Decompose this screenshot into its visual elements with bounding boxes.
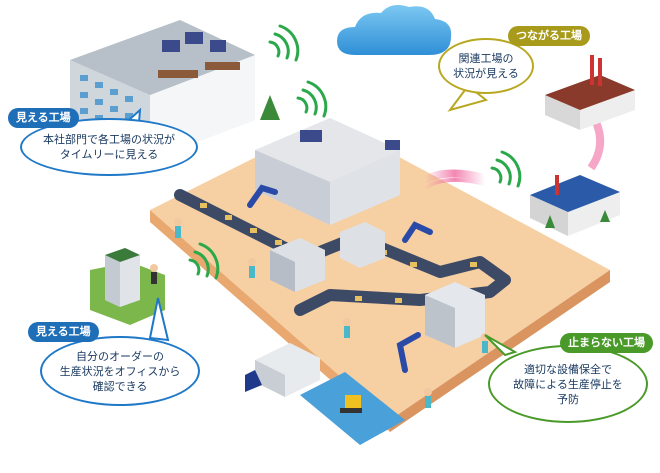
office-callout-bubble: 自分のオーダーの 生産状況をオフィスから 確認できる [40, 336, 200, 406]
connected-callout-text: 関連工場の 状況が見える [453, 52, 519, 80]
office-callout-tag: 見える工場 [28, 322, 99, 342]
wifi-signal-icon [188, 24, 522, 280]
robot-arm [247, 184, 433, 373]
truck [245, 343, 320, 397]
office-callout-text: 自分のオーダーの 生産状況をオフィスから 確認できる [59, 349, 181, 393]
machine [270, 222, 485, 348]
nonstop-callout-bubble: 適切な設備保全で 故障による生産停止を 予防 [488, 345, 648, 423]
related-factory-blue [530, 175, 620, 236]
nonstop-callout-tag: 止まらない工場 [560, 333, 653, 353]
hq-callout-tag: 見える工場 [8, 108, 79, 128]
nonstop-callout-text: 適切な設備保全で 故障による生産停止を 予防 [513, 362, 623, 406]
cloud-icon [337, 5, 452, 55]
connected-callout-bubble: 関連工場の 状況が見える [438, 38, 534, 94]
control-room [255, 118, 400, 225]
hq-callout-bubble: 本社部門で各工場の状況が タイムリーに見える [20, 118, 198, 176]
hq-callout-text: 本社部門で各工場の状況が タイムリーに見える [43, 133, 175, 161]
office-building [90, 248, 165, 325]
forklift [340, 395, 362, 413]
signal-beam [422, 118, 605, 190]
related-factory-red [545, 55, 635, 130]
connected-callout-tag: つながる工場 [508, 26, 590, 46]
